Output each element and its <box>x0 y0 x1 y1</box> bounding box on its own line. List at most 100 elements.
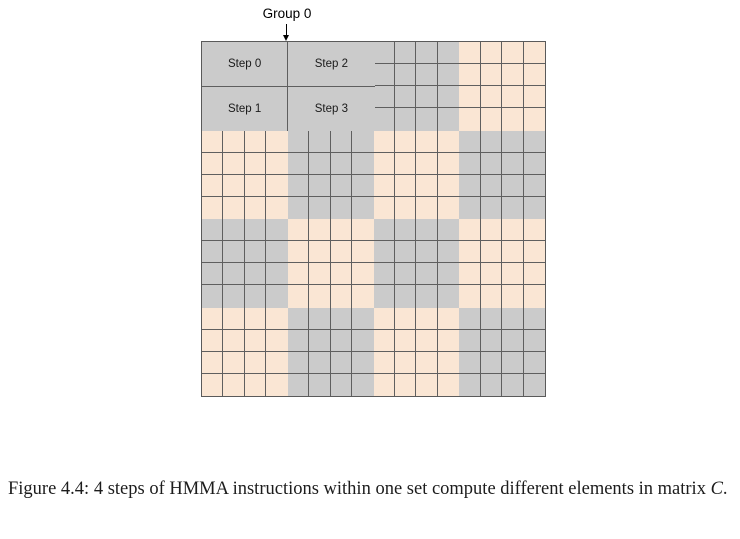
matrix-cell <box>223 130 245 153</box>
matrix-block-3-2 <box>373 307 460 396</box>
matrix-cell <box>502 219 524 242</box>
matrix-cell <box>459 152 481 175</box>
matrix-block-1-0 <box>202 130 288 219</box>
group-label: Group 0 <box>262 6 312 21</box>
matrix-cell <box>437 42 460 65</box>
matrix-cell <box>373 285 395 308</box>
matrix-cell <box>416 351 438 374</box>
step-block-label: Step 3 <box>314 102 348 115</box>
matrix-cell <box>352 351 374 374</box>
caption-suffix: . <box>722 479 728 499</box>
matrix-cell <box>202 241 224 264</box>
step-block-3[interactable]: Step 3 <box>288 86 375 131</box>
matrix-cell <box>459 108 481 131</box>
matrix-cell <box>459 285 481 308</box>
matrix-cell <box>416 64 438 87</box>
matrix-cell <box>459 329 481 352</box>
matrix-cell <box>502 86 524 109</box>
matrix-block-2-1 <box>287 219 374 308</box>
matrix-cell <box>480 263 503 286</box>
step-block-1[interactable]: Step 1 <box>202 86 289 131</box>
step-block-2[interactable]: Step 2 <box>288 42 375 87</box>
matrix-cell <box>459 241 481 264</box>
matrix-cell <box>502 351 524 374</box>
matrix-cell <box>309 263 331 286</box>
matrix-cell <box>394 42 417 65</box>
matrix-cell <box>523 42 545 65</box>
matrix-cell <box>223 307 245 330</box>
matrix-cell <box>352 373 374 396</box>
matrix-cell <box>244 263 267 286</box>
matrix-cell <box>330 152 353 175</box>
matrix-cell <box>480 373 503 396</box>
matrix-cell <box>223 373 245 396</box>
matrix-cell <box>244 152 267 175</box>
matrix-cell <box>416 108 438 131</box>
matrix-cell <box>223 351 245 374</box>
matrix-cell <box>287 130 310 153</box>
matrix-cell <box>394 329 417 352</box>
matrix-cell <box>459 130 481 153</box>
matrix-cell <box>523 64 545 87</box>
matrix-cell <box>223 174 245 197</box>
matrix-cell <box>459 196 481 219</box>
matrix-cell-grid <box>373 130 460 219</box>
matrix-cell <box>437 130 460 153</box>
caption-prefix: Figure 4.4: <box>8 479 90 499</box>
step-block-0[interactable]: Step 0 <box>202 42 289 87</box>
matrix-cell <box>416 42 438 65</box>
matrix-cell <box>480 86 503 109</box>
matrix-cell <box>502 108 524 131</box>
matrix-cell <box>223 152 245 175</box>
matrix-cell <box>437 307 460 330</box>
matrix-cell <box>266 219 288 242</box>
matrix-cell <box>480 42 503 65</box>
matrix-cell <box>266 196 288 219</box>
matrix-cell <box>437 64 460 87</box>
matrix-cell <box>373 108 395 131</box>
matrix-cell <box>459 42 481 65</box>
matrix-cell <box>502 196 524 219</box>
step-block-label: Step 1 <box>228 102 262 115</box>
matrix-cell <box>287 152 310 175</box>
matrix-block-1-2 <box>373 130 460 219</box>
caption-body: 4 steps of HMMA instructions within one … <box>89 479 711 499</box>
matrix-cell <box>373 64 395 87</box>
matrix-cell <box>480 241 503 264</box>
matrix-cell <box>373 86 395 109</box>
matrix-cell <box>202 329 224 352</box>
matrix-cell <box>287 196 310 219</box>
matrix-cell <box>309 196 331 219</box>
matrix-cell <box>480 152 503 175</box>
matrix-cell <box>266 307 288 330</box>
matrix-cell <box>459 174 481 197</box>
matrix-cell <box>437 219 460 242</box>
matrix-cell <box>437 174 460 197</box>
matrix-cell <box>502 329 524 352</box>
matrix-cell <box>523 219 545 242</box>
matrix-cell <box>394 174 417 197</box>
matrix-cell <box>373 174 395 197</box>
matrix-cell <box>437 196 460 219</box>
matrix-cell <box>437 329 460 352</box>
matrix-cell <box>266 329 288 352</box>
matrix-cell <box>502 285 524 308</box>
matrix-cell <box>202 174 224 197</box>
matrix-cell-grid <box>373 307 460 396</box>
matrix-cell <box>416 373 438 396</box>
matrix-cell <box>330 130 353 153</box>
matrix-cell-grid <box>459 219 545 308</box>
matrix-cell <box>459 373 481 396</box>
matrix-cell <box>330 241 353 264</box>
matrix-cell <box>330 351 353 374</box>
matrix-cell <box>223 285 245 308</box>
matrix-cell <box>330 329 353 352</box>
matrix-cell <box>394 241 417 264</box>
matrix-cell <box>480 351 503 374</box>
matrix-cell <box>416 219 438 242</box>
step-block-label: Step 0 <box>228 57 262 70</box>
matrix-cell <box>266 130 288 153</box>
matrix-cell <box>416 196 438 219</box>
matrix-cell <box>523 241 545 264</box>
matrix-cell <box>480 285 503 308</box>
